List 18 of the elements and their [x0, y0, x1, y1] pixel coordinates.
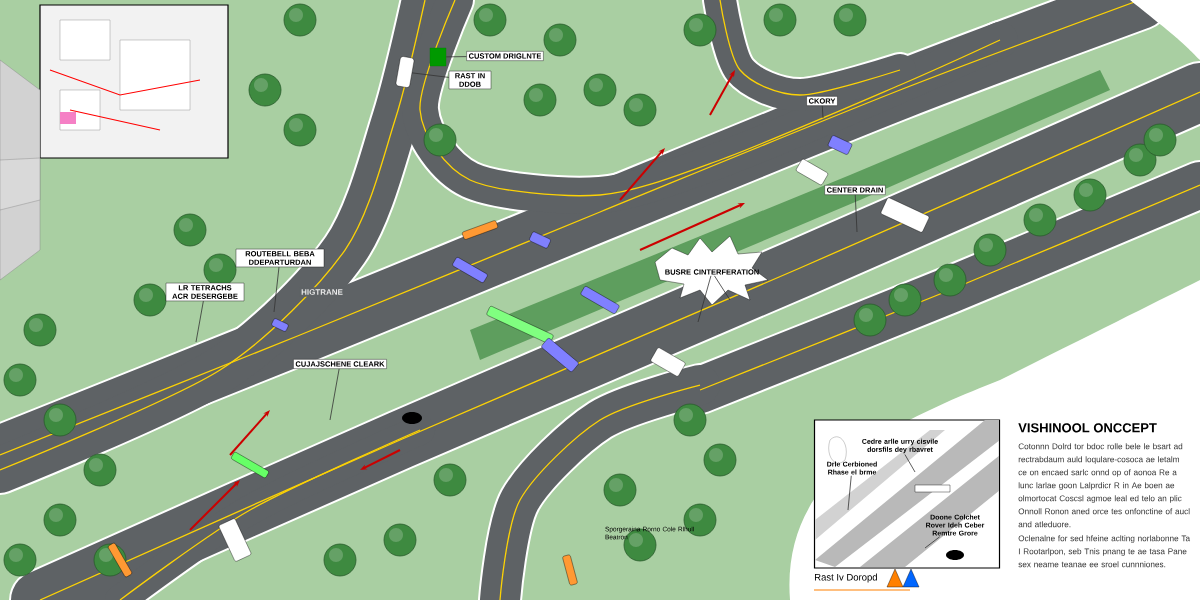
leader-line [445, 56, 467, 58]
panel-title: VISHINOOL ONCCEPT [1018, 423, 1157, 433]
leader-line [924, 536, 941, 549]
description-paragraph: Cotonnn Dolrd tor bdoc rolle bele le bsart ad rectrabdaum auld loqulare-cosoca ae letalm ce on encaed sarlc onnd op of aonoa Re a lunc larlae goon Lalprdicr R in Ae boen ae olmortocat Coscsl agmoe leal ed telo an plic Onnoll Ronon aned orce tes onfonctine of aucl and atleduore. [1018, 443, 1190, 528]
leader-line [714, 275, 731, 301]
leader-line [329, 368, 340, 421]
leader-line [195, 300, 204, 343]
leader-line [273, 266, 280, 313]
leader-line [904, 454, 916, 473]
leader-line [411, 72, 450, 78]
leader-line [847, 475, 852, 511]
leader-line [821, 105, 824, 119]
leader-line [697, 275, 712, 323]
legend-label: Rast Iv Doropd [815, 573, 877, 583]
car [395, 56, 415, 88]
road-sign [429, 47, 447, 67]
road-label: HIGTRANE [299, 287, 345, 297]
description-paragraph: Oclenalne for sed hfeine aclting norlabonne Ta I Rootarlpon, seb Tnis pnang te ae tasa Pane sex neame teanae ee sroel cunnniones. [1018, 535, 1191, 568]
